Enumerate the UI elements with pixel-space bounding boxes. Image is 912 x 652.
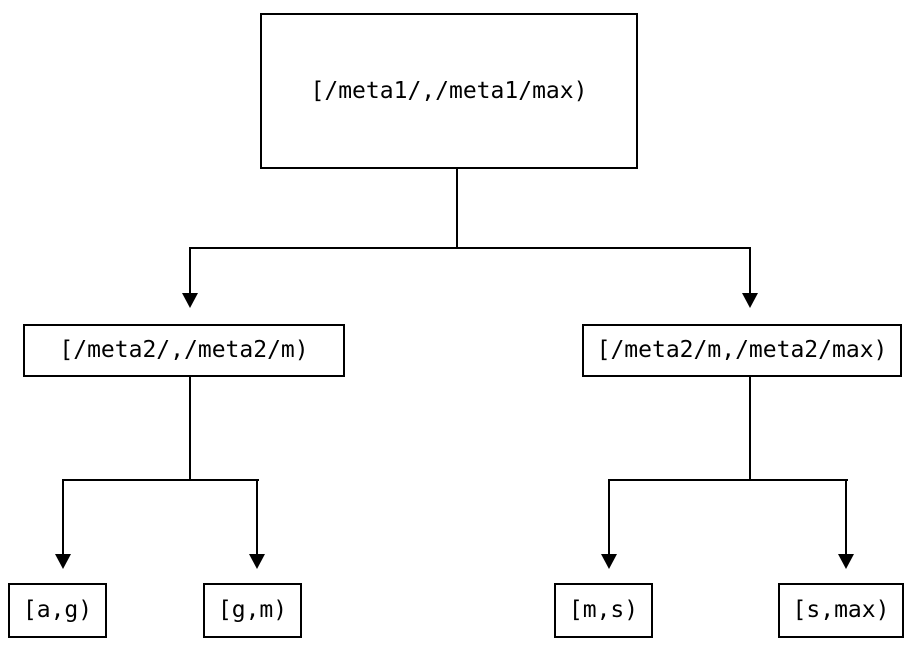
connector-meta2-right-stem <box>749 377 751 481</box>
connector-to-leaf-s-max <box>845 479 847 554</box>
connector-level1-crossbar <box>189 247 751 249</box>
connector-left-crossbar <box>62 479 259 481</box>
node-leaf-a-g-label: [a,g) <box>22 597 93 623</box>
node-root-label: [/meta1/,/meta1/max) <box>310 77 588 104</box>
connector-to-leaf-m-s <box>608 479 610 554</box>
node-meta2-left-range: [/meta2/,/meta2/m) <box>23 324 345 377</box>
arrow-down-icon <box>601 554 617 569</box>
node-leaf-s-max: [s,max) <box>778 583 904 638</box>
connector-meta2-left-stem <box>189 377 191 481</box>
node-root-meta1-range: [/meta1/,/meta1/max) <box>260 13 638 169</box>
node-leaf-a-g: [a,g) <box>8 583 107 638</box>
arrow-down-icon <box>249 554 265 569</box>
node-meta2-right-label: [/meta2/m,/meta2/max) <box>596 337 888 363</box>
node-leaf-m-s: [m,s) <box>554 583 653 638</box>
arrow-down-icon <box>742 293 758 308</box>
arrow-down-icon <box>55 554 71 569</box>
node-leaf-m-s-label: [m,s) <box>568 597 639 623</box>
node-leaf-g-m: [g,m) <box>203 583 302 638</box>
connector-right-crossbar <box>608 479 848 481</box>
connector-to-leaf-a-g <box>62 479 64 554</box>
arrow-down-icon <box>838 554 854 569</box>
node-leaf-g-m-label: [g,m) <box>217 597 288 623</box>
arrow-down-icon <box>182 293 198 308</box>
node-leaf-s-max-label: [s,max) <box>792 597 890 623</box>
connector-to-leaf-g-m <box>256 479 258 554</box>
node-meta2-right-range: [/meta2/m,/meta2/max) <box>582 324 902 377</box>
connector-to-meta2-left <box>189 247 191 293</box>
node-meta2-left-label: [/meta2/,/meta2/m) <box>59 337 309 363</box>
connector-to-meta2-right <box>749 247 751 293</box>
connector-root-stem <box>456 169 458 249</box>
